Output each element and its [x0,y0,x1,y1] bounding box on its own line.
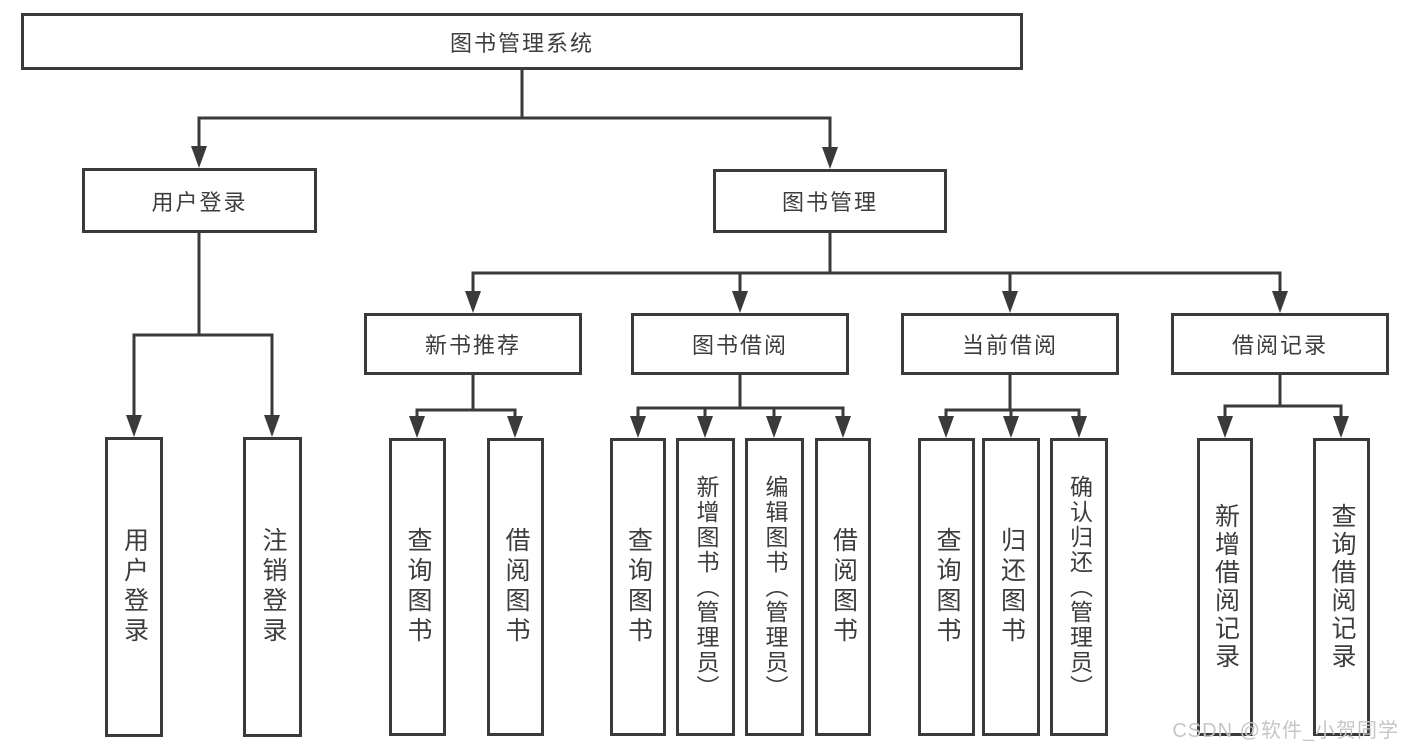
node-label: 确认归还（管理员） [1066,474,1093,700]
node-query-borrow-record: 查询借阅记录 [1313,438,1370,736]
node-book-borrowing: 图书借阅 [631,313,849,375]
node-query-books-recommend: 查询图书 [389,438,446,736]
node-add-borrow-record: 新增借阅记录 [1197,438,1253,736]
node-logout: 注销登录 [243,437,302,737]
node-query-books-borrowing: 查询图书 [610,438,666,736]
node-new-book-recommend: 新书推荐 [364,313,582,375]
node-label: 新书推荐 [424,333,521,358]
node-label: 注销登录 [259,527,287,647]
node-library-management-system: 图书管理系统 [21,13,1023,70]
node-current-borrowing: 当前借阅 [901,313,1119,375]
node-label: 查询借阅记录 [1328,503,1356,671]
node-user-login-leaf: 用户登录 [105,437,163,737]
node-label: 当前借阅 [961,333,1058,358]
node-borrow-books-recommend: 借阅图书 [487,438,544,736]
node-label: 借阅图书 [502,527,530,647]
node-label: 图书借阅 [691,333,788,358]
watermark: CSDN @软件_小贺同学 [1172,720,1399,742]
node-book-management: 图书管理 [713,169,947,233]
node-label: 查询图书 [933,527,961,647]
node-confirm-return-admin: 确认归还（管理员） [1050,438,1108,736]
node-label: 图书管理系统 [449,30,594,56]
node-label: 图书管理 [781,190,878,215]
node-label: 归还图书 [997,527,1026,647]
node-user-login: 用户登录 [82,168,317,233]
node-borrow-books-borrowing: 借阅图书 [815,438,871,736]
node-label: 用户登录 [120,527,149,647]
node-label: 新增借阅记录 [1211,503,1240,671]
node-label: 借阅记录 [1231,333,1328,358]
node-label: 编辑图书（管理员） [762,474,788,700]
node-borrowing-records: 借阅记录 [1171,313,1389,375]
node-label: 查询图书 [624,527,653,647]
node-label: 借阅图书 [829,527,858,647]
node-edit-books-admin: 编辑图书（管理员） [745,438,804,736]
node-return-books: 归还图书 [982,438,1040,736]
node-label: 查询图书 [404,527,432,647]
node-label: 新增图书（管理员） [693,474,719,700]
node-add-books-admin: 新增图书（管理员） [676,438,735,736]
node-label: 用户登录 [151,189,248,215]
node-query-books-current: 查询图书 [918,438,975,736]
